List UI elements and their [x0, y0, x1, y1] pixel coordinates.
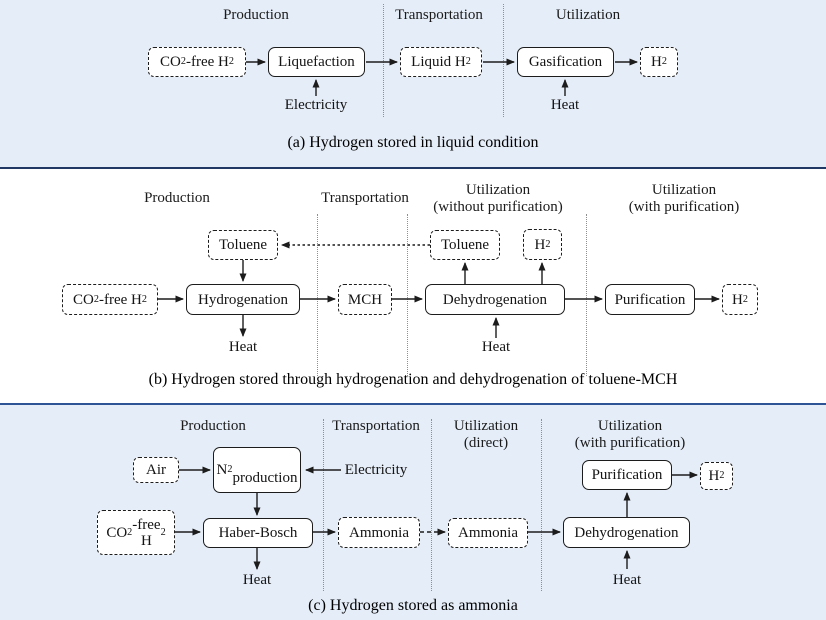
header-production-c: Production [180, 418, 246, 434]
panel-b-toluene-mch: Production Transportation Utilization (w… [0, 169, 826, 405]
label-heat-dehydrogenation: Heat [612, 572, 642, 588]
header-transportation-c: Transportation [332, 418, 420, 434]
node-liquefaction: Liquefaction [268, 47, 365, 77]
node-haber-bosch: Haber-Bosch [203, 518, 313, 548]
node-dehydrogenation: Dehydrogenation [425, 284, 565, 315]
header-transportation-b: Transportation [321, 190, 409, 206]
label-electricity: Electricity [284, 97, 348, 113]
section-divider [407, 214, 408, 376]
panel-c-ammonia: Production Transportation Utilization (d… [0, 405, 826, 620]
node-purification: Purification [582, 460, 672, 490]
section-divider [431, 419, 432, 591]
label-electricity: Electricity [344, 462, 408, 478]
label-heat-haber-bosch: Heat [242, 572, 272, 588]
header-utilization-direct-c: Utilization (direct) [453, 418, 519, 451]
caption-c: (c) Hydrogen stored as ammonia [308, 597, 518, 614]
header-utilization-with-c: Utilization (with purification) [574, 418, 686, 451]
node-air: Air [133, 457, 179, 483]
section-divider [586, 214, 587, 376]
section-divider [323, 419, 324, 591]
node-mch: MCH [338, 284, 392, 315]
node-ammonia-utilization: Ammonia [448, 518, 528, 548]
section-divider [503, 4, 504, 117]
node-ammonia-transport: Ammonia [338, 517, 420, 548]
caption-a: (a) Hydrogen stored in liquid condition [287, 134, 539, 151]
label-heat: Heat [550, 97, 580, 113]
header-production-b: Production [144, 190, 210, 206]
caption-b: (b) Hydrogen stored through hydrogenatio… [148, 371, 678, 388]
header-utilization-with-b: Utilization (with purification) [628, 182, 740, 215]
node-dehydrogenation: Dehydrogenation [563, 517, 690, 548]
section-divider [541, 419, 542, 591]
node-gasification: Gasification [517, 47, 614, 77]
label-heat-hydrogenation: Heat [228, 339, 258, 355]
header-utilization-a: Utilization [555, 7, 621, 23]
section-divider [383, 4, 384, 117]
header-utilization-without-b: Utilization (without purification) [433, 182, 563, 215]
section-divider [317, 214, 318, 376]
node-purification: Purification [605, 284, 695, 315]
node-toluene-right: Toluene [430, 230, 500, 260]
panel-a-liquid-hydrogen: Production Transportation Utilization CO… [0, 0, 826, 169]
header-production-a: Production [223, 7, 289, 23]
header-transportation-a: Transportation [395, 7, 483, 23]
node-toluene-left: Toluene [208, 230, 278, 260]
node-hydrogenation: Hydrogenation [186, 284, 300, 315]
label-heat-dehydrogenation: Heat [481, 339, 511, 355]
